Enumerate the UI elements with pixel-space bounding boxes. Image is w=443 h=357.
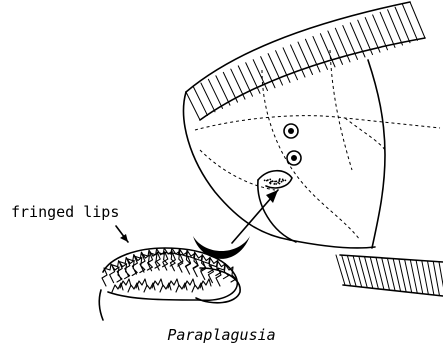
ventral-fin — [336, 255, 443, 296]
eye-lower — [287, 151, 301, 165]
eye-upper — [284, 124, 298, 138]
label-arrow — [116, 226, 128, 242]
fringed-lips-detail — [99, 248, 240, 320]
fish-head — [184, 50, 440, 248]
dorsal-fin — [186, 2, 425, 120]
fringed-lips-label: fringed lips — [11, 203, 119, 221]
figure-caption: Paraplagusia — [0, 326, 443, 344]
